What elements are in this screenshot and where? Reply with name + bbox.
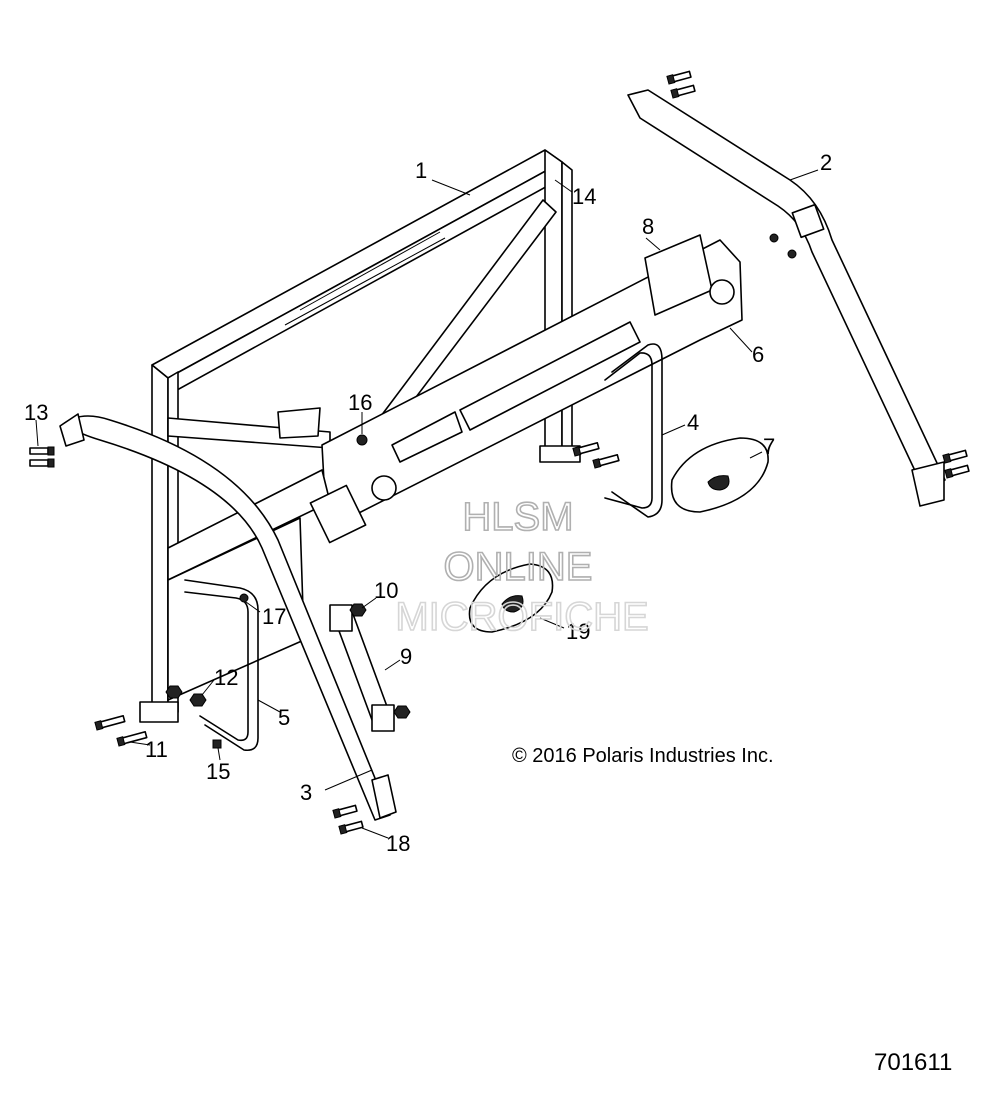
callout-10: 10 (374, 578, 398, 603)
callout-5: 5 (278, 705, 290, 730)
watermark-line3: MICROFICHE (395, 595, 648, 639)
callout-19: 19 (566, 619, 590, 644)
callout-11: 11 (145, 737, 168, 762)
right-lamp (670, 437, 769, 513)
fastener-group (29, 70, 970, 835)
callout-1: 1 (415, 158, 427, 183)
callout-17: 17 (262, 604, 286, 629)
callout-16: 16 (348, 390, 372, 415)
callout-labels: 1 2 3 4 5 6 7 8 9 10 11 12 13 14 15 16 1… (24, 150, 832, 856)
callout-3: 3 (300, 780, 312, 805)
leader-lines (35, 169, 819, 839)
callout-2: 2 (820, 150, 832, 175)
callout-14: 14 (572, 184, 596, 209)
support-strut (329, 604, 395, 732)
callout-15: 15 (206, 759, 230, 784)
lower-rear-panel (167, 469, 367, 701)
center-lamp (468, 563, 554, 633)
callout-6: 6 (752, 342, 764, 367)
watermark: HLSM ONLINE MICROFICHE (395, 494, 650, 640)
callout-9: 9 (400, 644, 412, 669)
callout-7: 7 (763, 434, 775, 459)
figure-number: 701611 (874, 1049, 952, 1076)
watermark-line2: ONLINE (444, 545, 593, 589)
right-side-tube (627, 89, 946, 507)
callout-18: 18 (386, 831, 410, 856)
copyright-notice: © 2016 Polaris Industries Inc. (512, 745, 774, 767)
callout-8: 8 (642, 214, 654, 239)
right-grab-handle (604, 343, 663, 518)
left-front-tube (59, 413, 397, 821)
callout-4: 4 (687, 410, 699, 435)
callout-13: 13 (24, 400, 48, 425)
watermark-line1: HLSM (462, 495, 573, 539)
callout-12: 12 (214, 665, 238, 690)
